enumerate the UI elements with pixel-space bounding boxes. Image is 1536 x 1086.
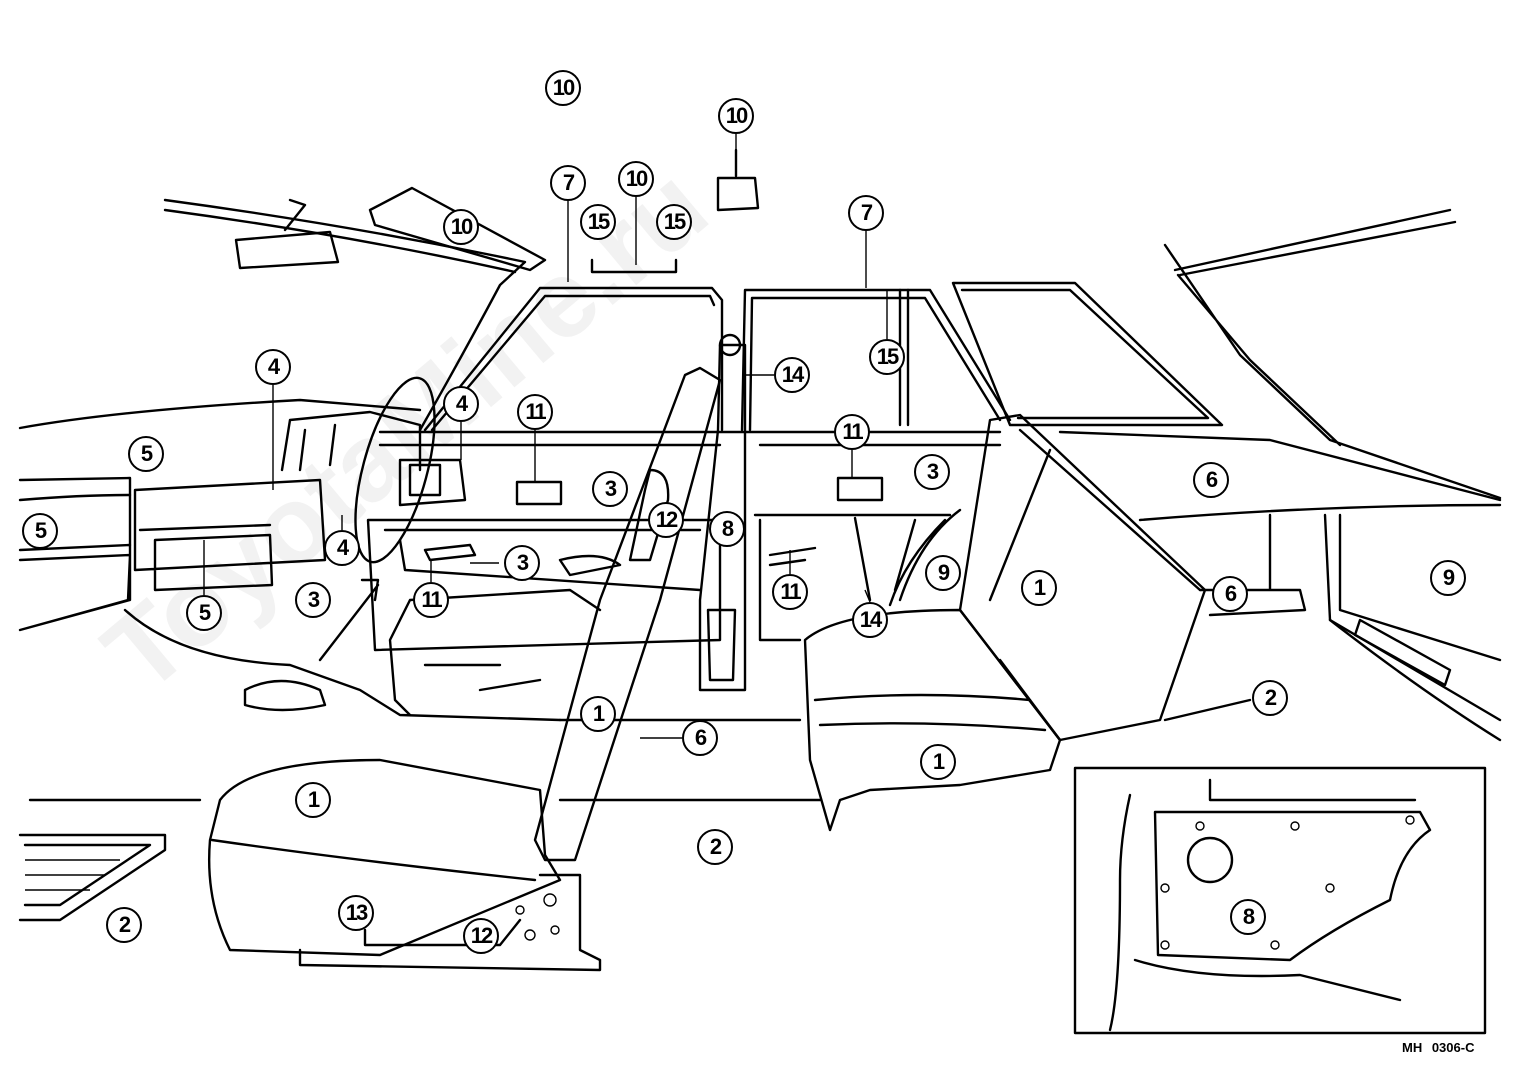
front-door-window bbox=[423, 286, 724, 432]
callout-part-9: 9 bbox=[925, 555, 961, 591]
callout-part-12: 12 bbox=[648, 502, 684, 538]
callout-part-15: 15 bbox=[869, 339, 905, 375]
dome-light bbox=[716, 148, 760, 212]
rear-seat-back bbox=[958, 413, 1207, 742]
callout-part-10: 10 bbox=[443, 209, 479, 245]
seat-rail bbox=[298, 873, 602, 972]
callout-part-10: 10 bbox=[545, 70, 581, 106]
callout-part-15: 15 bbox=[656, 204, 692, 240]
callout-part-3: 3 bbox=[295, 582, 331, 618]
roof-rail bbox=[590, 258, 678, 274]
callout-part-6: 6 bbox=[682, 720, 718, 756]
callout-part-3: 3 bbox=[504, 545, 540, 581]
front-seat-cushion bbox=[207, 758, 562, 957]
callout-part-1: 1 bbox=[295, 782, 331, 818]
callout-part-11: 11 bbox=[834, 414, 870, 450]
callout-part-4: 4 bbox=[255, 349, 291, 385]
callout-part-6: 6 bbox=[1193, 462, 1229, 498]
b-pillar-trim bbox=[698, 343, 747, 692]
callout-part-11: 11 bbox=[413, 582, 449, 618]
callout-part-2: 2 bbox=[697, 829, 733, 865]
callout-part-3: 3 bbox=[914, 454, 950, 490]
shift-lever bbox=[243, 578, 380, 712]
instrument-cluster bbox=[280, 410, 422, 472]
roof-line bbox=[163, 198, 527, 432]
callout-part-10: 10 bbox=[618, 161, 654, 197]
rear-view-mirror bbox=[234, 198, 340, 270]
callout-part-8: 8 bbox=[709, 511, 745, 547]
callout-part-5: 5 bbox=[186, 595, 222, 631]
callout-part-4: 4 bbox=[324, 530, 360, 566]
callout-part-5: 5 bbox=[22, 513, 58, 549]
rear-seat-cushion bbox=[803, 608, 1062, 832]
front-seat-back bbox=[533, 366, 722, 862]
floor-mat bbox=[18, 833, 167, 922]
callout-part-8: 8 bbox=[1230, 899, 1266, 935]
callout-part-2: 2 bbox=[1252, 680, 1288, 716]
side-trim-right bbox=[888, 508, 962, 607]
callout-part-11: 11 bbox=[517, 394, 553, 430]
callout-part-13: 13 bbox=[338, 895, 374, 931]
callout-part-9: 9 bbox=[1430, 560, 1466, 596]
callout-part-6: 6 bbox=[1212, 576, 1248, 612]
belt-line bbox=[378, 430, 1502, 502]
front-door-switch bbox=[515, 480, 563, 506]
callout-part-3: 3 bbox=[592, 471, 628, 507]
callout-part-1: 1 bbox=[580, 696, 616, 732]
callout-part-15: 15 bbox=[580, 204, 616, 240]
callout-part-5: 5 bbox=[128, 436, 164, 472]
figure-code: MH 0306-C bbox=[1402, 1040, 1475, 1055]
quarter-window bbox=[951, 281, 1224, 427]
sun-visor bbox=[368, 186, 547, 272]
callout-part-11: 11 bbox=[772, 574, 808, 610]
callout-part-1: 1 bbox=[920, 744, 956, 780]
callout-part-7: 7 bbox=[550, 165, 586, 201]
rear-door-switch bbox=[836, 476, 884, 502]
callout-part-2: 2 bbox=[106, 907, 142, 943]
callout-part-7: 7 bbox=[848, 195, 884, 231]
service-hole-cover bbox=[1186, 836, 1234, 884]
callout-part-10: 10 bbox=[718, 98, 754, 134]
callout-part-1: 1 bbox=[1021, 570, 1057, 606]
rear-door-window bbox=[740, 288, 1012, 432]
inset-frame bbox=[1073, 766, 1487, 1035]
front-door-trim bbox=[366, 518, 722, 652]
callout-part-4: 4 bbox=[443, 386, 479, 422]
cargo-floor bbox=[1198, 513, 1502, 722]
callout-part-12: 12 bbox=[463, 918, 499, 954]
callout-part-14: 14 bbox=[852, 602, 888, 638]
callout-part-14: 14 bbox=[774, 357, 810, 393]
dashboard bbox=[18, 398, 422, 632]
leader-lines bbox=[203, 134, 888, 739]
